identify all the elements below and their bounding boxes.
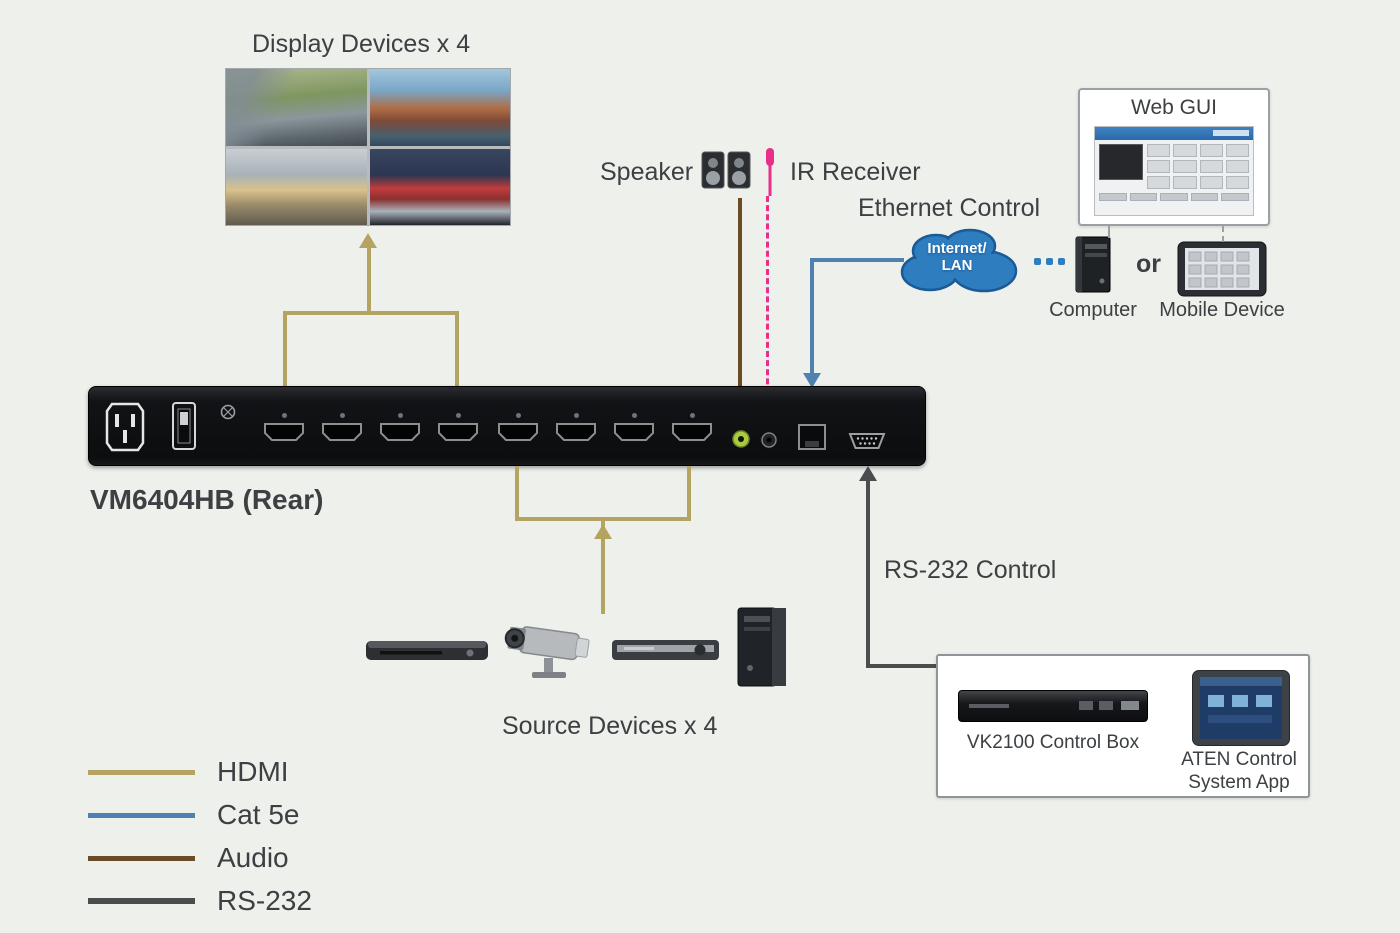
webgui-computer-connector [1108,226,1110,238]
cat5e-line-horizontal [812,258,904,262]
legend-label-hdmi: HDMI [217,756,289,787]
pc-tower-icon [728,604,796,699]
hdmi-port-out2 [319,413,365,448]
rs232-line-horizontal [866,664,938,668]
legend-swatch-rs232 [88,898,195,904]
cat5e-line-vertical [810,258,814,375]
device-name-label: VM6404HB (Rear) [90,484,324,515]
legend-row-hdmi: HDMI [88,754,289,790]
audio-jack-icon [731,429,751,454]
legend-label-rs232: RS-232 [217,885,312,916]
webgui-mobile-connector [1222,226,1224,242]
power-inlet-icon [103,399,147,460]
hdmi-line-display-center [367,246,371,313]
serial-port-icon [846,431,888,456]
mobile-device-label: Mobile Device [1159,299,1285,321]
vk2100-label: VK2100 Control Box [966,732,1140,753]
audio-line [738,198,742,388]
legend-swatch-audio [88,855,195,861]
hdmi-port-in3 [611,413,657,448]
web-gui-footer-row [1095,193,1253,201]
computer-icon [1068,234,1118,301]
legend-label-audio: Audio [217,842,289,873]
arrow-up-icon [859,466,877,481]
hdmi-port-in4 [669,413,715,448]
hdmi-port-in1 [495,413,541,448]
legend-label-cat5e: Cat 5e [217,799,300,830]
ir-receiver-icon [762,146,778,203]
web-gui-panel: Web GUI [1078,88,1270,226]
web-gui-preview-tile [1099,144,1143,180]
web-gui-header-bar [1095,127,1253,140]
vm6404hb-rear-panel [88,386,926,466]
hdmi-line-display-left [283,311,287,388]
hdmi-port-out3 [377,413,423,448]
power-switch-icon [171,401,197,456]
speaker-icon [700,148,752,197]
legend-swatch-cat5e [88,812,195,818]
web-gui-title: Web GUI [1131,96,1217,119]
hdmi-line-display-bracket [283,311,459,315]
computer-label: Computer [1049,299,1137,321]
display-wall [225,68,511,226]
rs232-line-vertical [866,479,870,668]
display-devices-label: Display Devices x 4 [252,30,471,58]
rs232-control-label: RS-232 Control [884,556,1057,584]
ethernet-control-label: Ethernet Control [858,194,1041,222]
legend-row-audio: Audio [88,840,289,876]
legend-row-rs232: RS-232 [88,883,312,919]
ground-screw-icon [219,403,237,426]
hdmi-port-out1 [261,413,307,448]
ir-line [766,196,769,430]
display-image-trains [369,148,510,225]
web-gui-button-grid [1147,144,1249,189]
arrow-up-icon [594,524,612,539]
camera-icon [492,616,604,689]
aten-app-tablet-icon [1192,670,1290,746]
hdmi-port-in2 [553,413,599,448]
legend-row-cat5e: Cat 5e [88,797,300,833]
legend-swatch-hdmi [88,769,195,775]
aten-app-label: ATEN Control System App [1181,749,1297,793]
ir-receiver-label: IR Receiver [790,158,921,186]
display-image-harbor [369,69,510,146]
lan-port-icon [797,423,827,456]
hdmi-line-display-right [455,311,459,388]
media-player-icon [610,636,722,669]
speaker-label: Speaker [600,158,694,186]
display-image-traffic [226,69,367,146]
internet-cloud: Internet/ LAN [892,224,1022,296]
arrow-up-icon [359,233,377,248]
hdmi-port-out4 [435,413,481,448]
display-image-tower [226,148,367,225]
ethernet-dots-icon [1034,258,1065,265]
hdmi-line-source-bracket [515,517,691,521]
vk2100-device-icon [958,690,1148,722]
source-devices-label: Source Devices x 4 [502,712,718,740]
web-gui-screenshot [1094,126,1254,216]
hdmi-line-source-left [515,466,519,521]
vk2100-panel: VK2100 Control Box ATEN Control System A… [936,654,1310,798]
arrow-down-icon [803,373,821,388]
dvd-player-icon [364,634,492,671]
hdmi-line-source-right [687,466,691,521]
ir-jack-icon [760,431,778,454]
or-label: or [1136,250,1161,278]
internet-lan-label: Internet/ LAN [927,240,987,274]
mobile-device-icon [1176,240,1268,303]
hdmi-line-source-center [601,521,605,614]
